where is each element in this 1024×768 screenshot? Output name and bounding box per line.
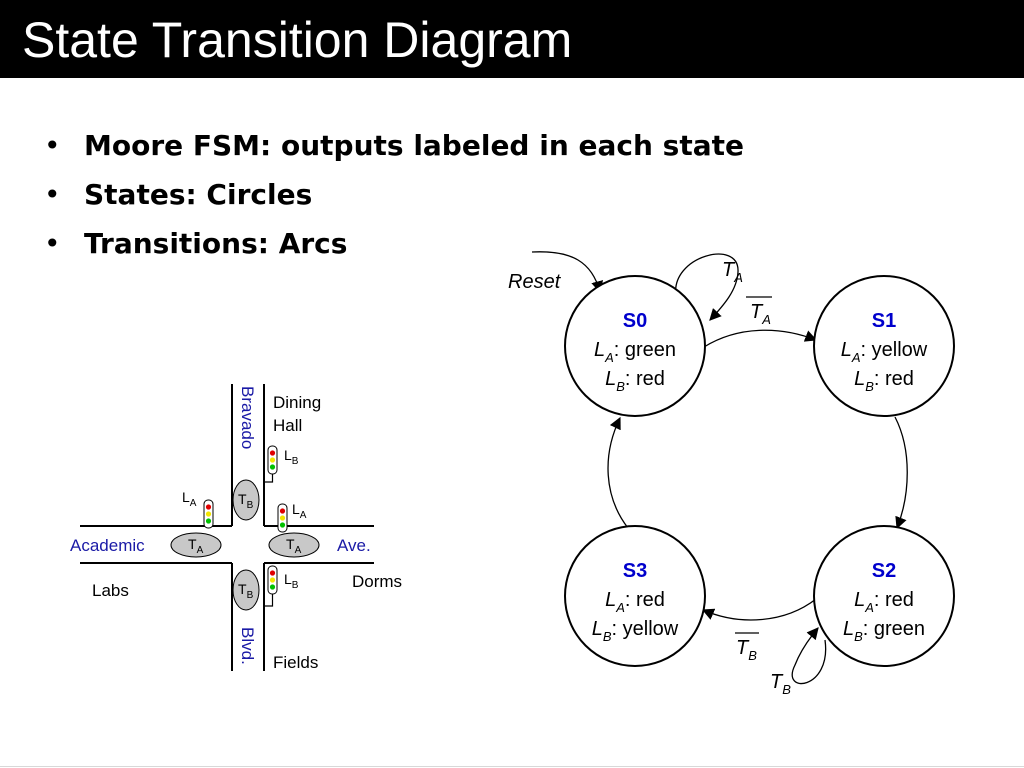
sensor-tb-top: TB [232, 479, 260, 521]
intersection-diagram: Bravado Blvd. Academic Ave. Dining Hall … [70, 384, 402, 672]
s0-self-loop [675, 253, 739, 321]
street-label-bravado: Bravado [238, 386, 257, 449]
s0-to-s1-label: TA [750, 301, 771, 327]
reset-label: Reset [508, 271, 562, 293]
traffic-light-la-right-icon [277, 503, 288, 533]
state-output-la: LA: red [854, 589, 914, 615]
bullet-dot-icon: • [44, 178, 61, 211]
svg-text:TA: TA [188, 536, 204, 556]
s2-self-label: TB [770, 671, 791, 697]
traffic-light-la-left-icon [203, 499, 214, 529]
state-output-lb: LB: red [605, 368, 665, 394]
light-label-la-right: LA [292, 501, 307, 521]
light-label-lb-top: LB [284, 447, 299, 467]
state-name: S3 [623, 560, 647, 582]
street-label-blvd: Blvd. [238, 627, 257, 665]
state-name: S2 [872, 560, 896, 582]
bullet-dot-icon: • [44, 227, 61, 260]
corner-label-fields: Fields [273, 653, 318, 672]
bullet-text: Transitions: Arcs [84, 227, 348, 260]
traffic-light-lb-bottom-icon [264, 565, 278, 607]
s3-to-s0-arrow [607, 416, 629, 529]
corner-label-dorms: Dorms [352, 572, 402, 591]
s0-self-label: TA [722, 259, 743, 285]
bullet-dot-icon: • [44, 129, 61, 162]
sensor-tb-bottom: TB [232, 569, 260, 611]
state-s0: S0 LA: green LB: red [564, 275, 706, 417]
svg-text:TB: TB [238, 491, 254, 511]
state-output-la: LA: green [594, 339, 676, 365]
state-output-la: LA: yellow [841, 339, 928, 365]
street-label-academic: Academic [70, 536, 145, 555]
corner-label-labs: Labs [92, 581, 129, 600]
slide-title: State Transition Diagram [22, 12, 573, 68]
state-output-la: LA: red [605, 589, 665, 615]
sensor-ta-right: TA [268, 532, 320, 558]
bullet-text: Moore FSM: outputs labeled in each state [84, 129, 744, 162]
state-output-lb: LB: red [854, 368, 914, 394]
light-label-lb-bottom: LB [284, 571, 299, 591]
reset-arrow [531, 251, 604, 294]
state-name: S0 [623, 310, 647, 332]
street-label-ave: Ave. [337, 536, 371, 555]
sensor-ta-left: TA [170, 532, 222, 558]
svg-text:TA: TA [286, 536, 302, 556]
corner-label-dining: Dining [273, 393, 321, 412]
state-output-lb: LB: green [843, 618, 925, 644]
state-s3: S3 LA: red LB: yellow [564, 525, 706, 667]
state-s2: S2 LA: red LB: green [813, 525, 955, 667]
svg-text:TB: TB [238, 581, 254, 601]
road-edges [80, 384, 374, 671]
s2-to-s3-arrow [701, 598, 817, 621]
fsm-diagram: Reset TA TA TB TB S0 LA: green LB: red S… [508, 251, 955, 697]
bullet-text: States: Circles [84, 178, 313, 211]
s0-to-s1-arrow [703, 329, 818, 348]
footer-divider [0, 766, 1024, 767]
s2-to-s3-label: TB [736, 637, 757, 663]
s2-self-loop [791, 627, 827, 685]
title-bar: State Transition Diagram [0, 0, 1024, 78]
state-name: S1 [872, 310, 896, 332]
corner-label-hall: Hall [273, 416, 302, 435]
s1-to-s2-arrow [894, 416, 908, 530]
traffic-light-lb-top-icon [264, 445, 278, 483]
state-output-lb: LB: yellow [592, 618, 679, 644]
light-label-la-left: LA [182, 489, 197, 509]
state-s1: S1 LA: yellow LB: red [813, 275, 955, 417]
